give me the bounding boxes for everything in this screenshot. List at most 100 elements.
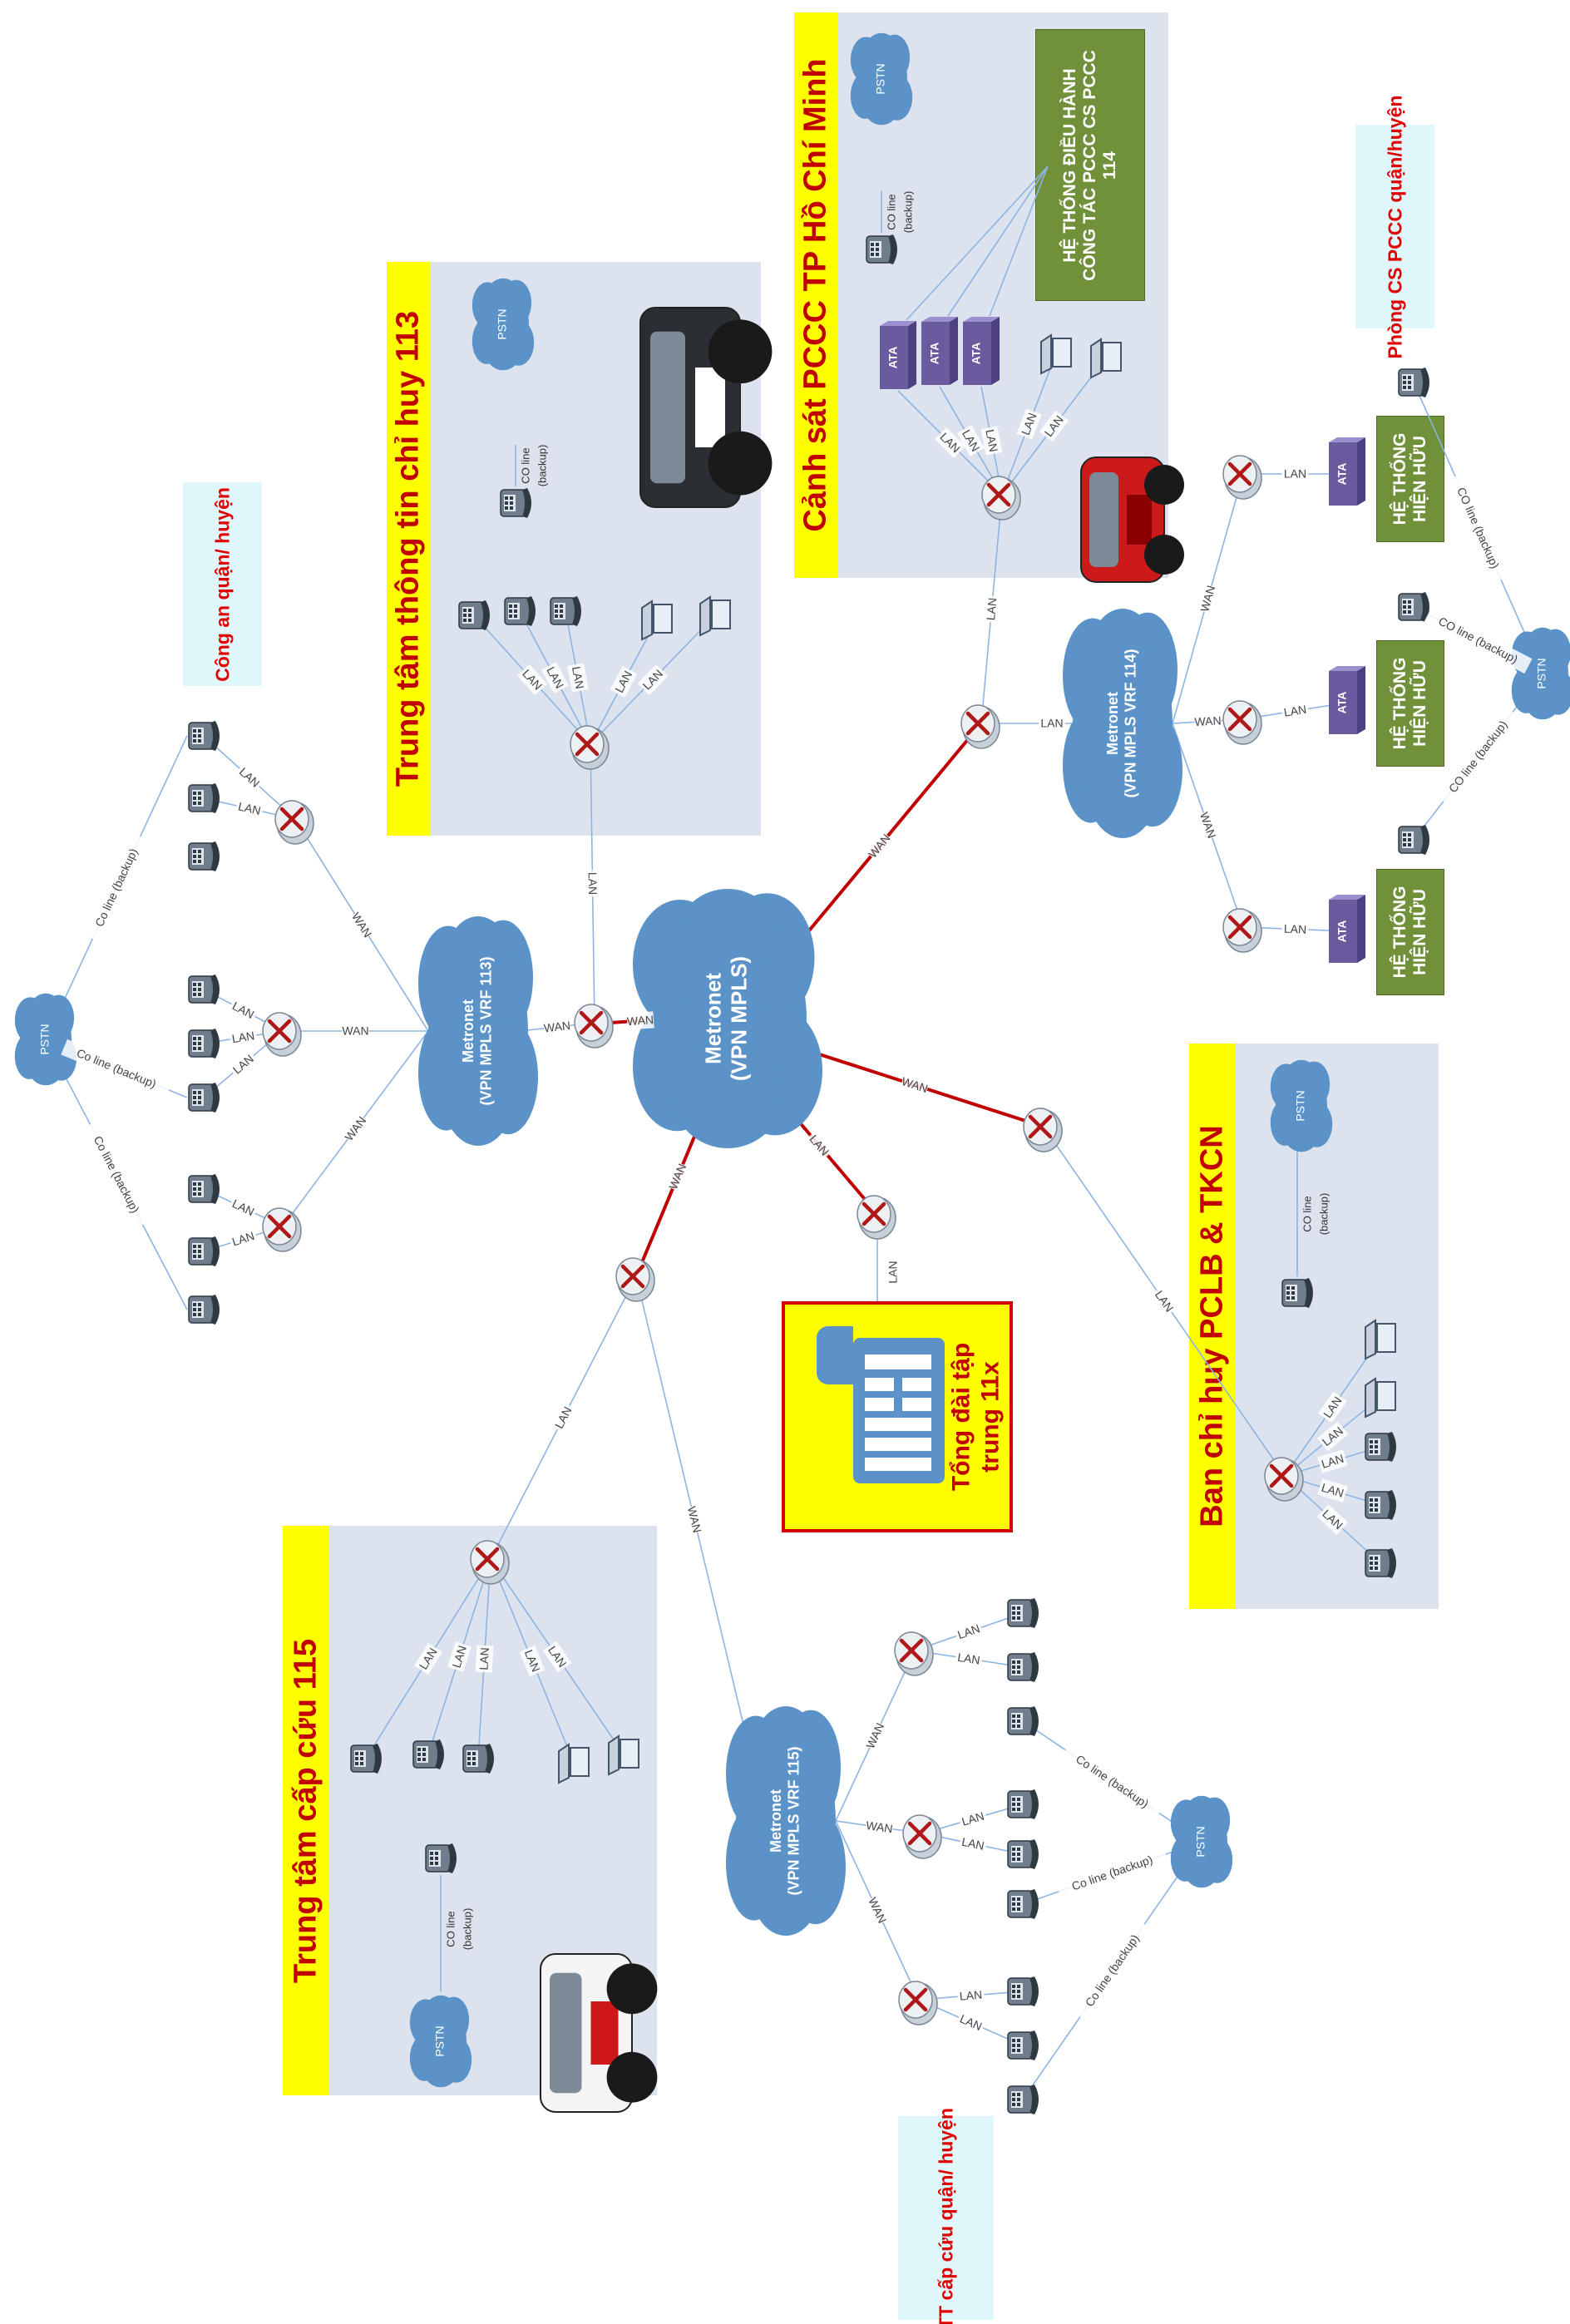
phone-icon	[1365, 1490, 1396, 1520]
pstn-cloud-icon	[850, 32, 913, 126]
link-label-bg	[956, 1986, 985, 2006]
link-label: LAN	[1320, 1452, 1345, 1471]
link-label-group: LAN	[980, 426, 1003, 456]
link-label-bg	[342, 1023, 369, 1039]
laptop-icon	[699, 595, 731, 637]
pstn-label: PSTN	[1194, 1826, 1207, 1857]
phone-icon	[1007, 2030, 1039, 2060]
link-label-bg	[804, 1129, 834, 1162]
router-icon	[615, 1257, 655, 1302]
link-label-bg	[864, 830, 895, 862]
link-label-bg	[542, 1017, 572, 1037]
link-label-group: WAN	[864, 1894, 891, 1927]
router-icon	[1222, 455, 1262, 500]
link-label-group: WAN	[1196, 583, 1220, 614]
router-icon	[274, 800, 314, 845]
link-label-bg	[664, 1161, 691, 1192]
link-label-bg	[862, 1720, 889, 1752]
phone-icon	[1398, 368, 1429, 397]
link-label: CO line (backup)	[1454, 486, 1502, 571]
laptop-icon	[558, 1743, 590, 1784]
router-icon	[960, 704, 1000, 749]
ata-device-icon: ATA	[880, 321, 916, 389]
cloud-label: (VPN MPLS VRF 115)	[786, 1746, 802, 1895]
ambulance-icon	[540, 1953, 658, 2113]
link-label-group: LAN	[519, 1645, 546, 1677]
link-label-group: LAN	[1281, 700, 1310, 722]
pstn-label: PSTN	[1294, 1090, 1307, 1121]
link-label-bg	[1316, 1421, 1349, 1452]
link-label-group: WAN	[348, 909, 376, 941]
link-label-bg	[235, 797, 264, 820]
link-label-bg	[1016, 408, 1042, 440]
phone-icon	[462, 1744, 494, 1774]
co-line-backup-label: (backup)	[461, 1908, 473, 1951]
link-label-bg	[227, 996, 259, 1024]
phone-icon	[1398, 592, 1429, 622]
link-label-bg	[865, 1817, 894, 1838]
link-label-bg	[348, 909, 376, 941]
phone-icon	[550, 596, 581, 626]
link-label-group: Co line (backup)	[1073, 1919, 1152, 2022]
link-label: LAN	[984, 597, 999, 621]
link-label-bg	[1281, 466, 1309, 482]
phone-icon	[188, 1174, 220, 1204]
ata-device-icon: ATA	[1329, 437, 1365, 506]
router-icon	[902, 1814, 942, 1859]
link-label-bg	[542, 1641, 572, 1673]
pstn-cloud-icon	[1511, 627, 1570, 720]
link-label-bg	[1318, 1391, 1347, 1424]
label-fire-district: Phòng CS PCCC quận/huyện	[1355, 95, 1434, 358]
link-label: LAN	[983, 428, 1000, 453]
link-label: CO line (backup)	[1446, 718, 1510, 795]
laptop-icon	[1090, 338, 1122, 379]
link-label-group: LAN	[541, 662, 569, 693]
link-label: Co line (backup)	[1070, 1853, 1155, 1893]
core-cloud-icon: Metronet(VPN MPLS)	[633, 889, 822, 1148]
existing-system-box-2: HỆ THỐNG HIỆN HỮU	[1376, 640, 1444, 767]
link-label: WAN	[685, 1505, 704, 1534]
link-label-group: LAN	[229, 1027, 258, 1048]
link-label-group: LAN	[956, 1986, 985, 2006]
link-label-bg	[1193, 712, 1222, 731]
phone-icon	[1007, 1652, 1039, 1682]
link-label-group: WAN	[626, 1011, 654, 1030]
link-label-group: WAN	[664, 1161, 691, 1192]
link-label-bg	[626, 1011, 654, 1030]
link-label-bg	[864, 1894, 891, 1927]
link-label-bg	[957, 1807, 989, 1831]
link-label-group: Co line (backup)	[61, 1039, 172, 1098]
router-icon	[262, 1012, 302, 1057]
pstn-cloud-icon	[14, 993, 77, 1086]
pstn-label: PSTN	[496, 308, 509, 339]
link	[906, 165, 1049, 321]
phone-icon	[500, 488, 531, 518]
cloud-label: Metronet	[700, 973, 725, 1064]
link-label-group: LAN	[1281, 920, 1309, 939]
link-label-group: Co line (backup)	[1056, 1846, 1168, 1900]
laptop-icon	[641, 600, 673, 641]
laptop-icon	[1040, 333, 1072, 375]
link-label: LAN	[959, 1988, 982, 2003]
link-label-bg	[1317, 1449, 1348, 1473]
cloud-label: Metronet	[1104, 692, 1121, 755]
link-label-bg	[1056, 1846, 1168, 1900]
ata-label: ATA	[928, 343, 941, 365]
link-label: WAN	[1194, 713, 1222, 728]
cloud-label: (VPN MPLS VRF 114)	[1123, 649, 1139, 797]
link-label-group: LAN	[955, 2009, 987, 2036]
router-icon	[898, 1981, 938, 2025]
link-label-bg	[584, 870, 601, 897]
cloud-label: Metronet	[460, 999, 476, 1063]
link-label-bg	[637, 664, 669, 695]
co-line-backup-label: (backup)	[901, 191, 914, 234]
phone-icon	[1007, 1789, 1039, 1819]
ata-label: ATA	[1335, 692, 1349, 714]
link-label-bg	[1060, 1743, 1164, 1820]
link-label: Co line (backup)	[75, 1046, 158, 1091]
section-emergency-115-title-bar: Trung tâm cấp cứu 115	[283, 1526, 328, 2095]
co-line-backup-label: (backup)	[1317, 1193, 1330, 1236]
link-label-group: LAN	[958, 1833, 988, 1855]
switchboard-icon	[817, 1326, 945, 1483]
link-label-bg	[550, 1402, 577, 1433]
